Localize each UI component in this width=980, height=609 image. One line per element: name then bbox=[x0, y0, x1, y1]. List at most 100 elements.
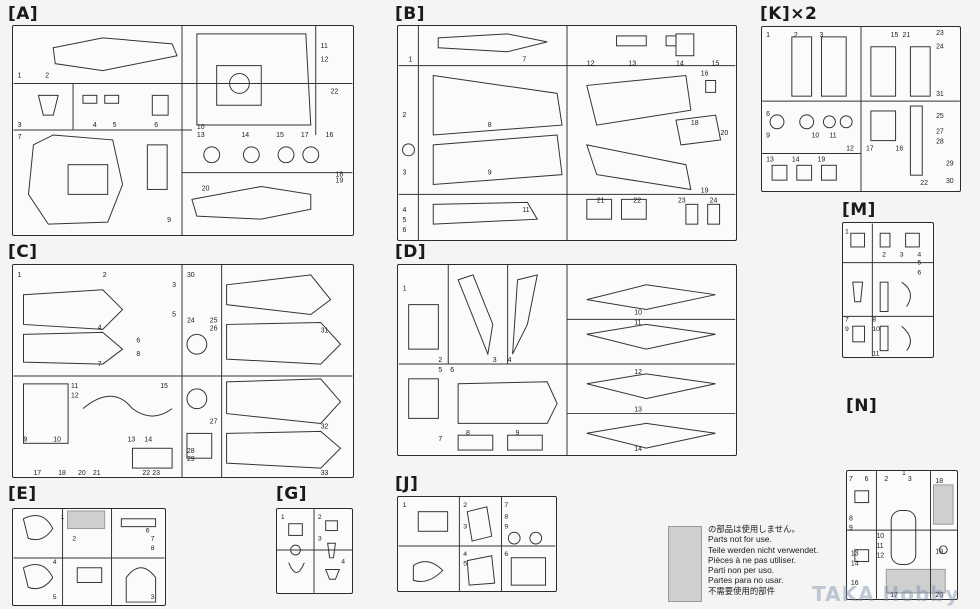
svg-text:9: 9 bbox=[24, 436, 28, 443]
svg-text:1: 1 bbox=[902, 471, 906, 477]
svg-text:3: 3 bbox=[403, 170, 407, 177]
svg-text:6: 6 bbox=[917, 269, 921, 276]
svg-text:2: 2 bbox=[103, 272, 107, 279]
svg-text:3: 3 bbox=[908, 476, 912, 483]
svg-text:9: 9 bbox=[845, 326, 849, 333]
svg-text:24: 24 bbox=[936, 44, 944, 51]
svg-text:5: 5 bbox=[172, 312, 176, 319]
svg-text:6: 6 bbox=[450, 367, 454, 374]
svg-text:9: 9 bbox=[766, 133, 770, 140]
legend-line-de: Teile werden nicht verwendet. bbox=[708, 544, 819, 555]
legend-text-block: の部品は使用しません。 Parts not for use. Teile wer… bbox=[708, 524, 818, 596]
svg-text:11: 11 bbox=[872, 351, 879, 357]
svg-text:7: 7 bbox=[849, 476, 853, 483]
sprue-j-label: [J] bbox=[395, 474, 419, 494]
svg-text:11: 11 bbox=[876, 543, 883, 550]
svg-text:7: 7 bbox=[98, 361, 102, 368]
svg-text:30: 30 bbox=[187, 272, 195, 279]
svg-text:4: 4 bbox=[53, 559, 57, 566]
sprue-m-label: [M] bbox=[842, 200, 876, 220]
svg-text:8: 8 bbox=[466, 430, 470, 437]
svg-text:12: 12 bbox=[321, 57, 329, 64]
svg-text:20: 20 bbox=[78, 470, 86, 477]
legend-line-it: Parti non per uso. bbox=[708, 565, 775, 576]
svg-text:1: 1 bbox=[403, 286, 407, 293]
svg-text:5: 5 bbox=[438, 367, 442, 374]
svg-text:12: 12 bbox=[846, 145, 854, 152]
svg-text:17: 17 bbox=[866, 145, 874, 152]
svg-text:12: 12 bbox=[634, 369, 642, 376]
svg-text:11: 11 bbox=[71, 383, 78, 390]
svg-text:12: 12 bbox=[876, 553, 884, 560]
svg-text:22: 22 bbox=[920, 180, 928, 187]
svg-text:29: 29 bbox=[187, 456, 195, 463]
sprue-e-label: [E] bbox=[8, 484, 37, 504]
svg-text:9: 9 bbox=[849, 525, 853, 532]
svg-text:8: 8 bbox=[849, 515, 853, 522]
svg-text:5: 5 bbox=[463, 561, 467, 568]
svg-text:2: 2 bbox=[72, 535, 76, 542]
svg-text:18: 18 bbox=[691, 120, 699, 127]
svg-text:31: 31 bbox=[321, 327, 329, 334]
svg-text:11: 11 bbox=[634, 319, 641, 326]
svg-text:12: 12 bbox=[587, 61, 595, 68]
svg-text:5: 5 bbox=[403, 217, 407, 224]
svg-text:27: 27 bbox=[210, 419, 218, 426]
svg-text:14: 14 bbox=[144, 436, 152, 443]
svg-text:26: 26 bbox=[210, 325, 218, 332]
svg-text:17: 17 bbox=[890, 592, 898, 599]
svg-text:7: 7 bbox=[504, 502, 508, 509]
svg-text:13: 13 bbox=[628, 61, 636, 68]
svg-text:6: 6 bbox=[766, 111, 770, 118]
svg-text:20: 20 bbox=[202, 185, 210, 192]
svg-text:2: 2 bbox=[463, 502, 467, 509]
svg-text:3: 3 bbox=[151, 594, 155, 601]
svg-text:7: 7 bbox=[522, 57, 526, 64]
svg-text:19: 19 bbox=[935, 549, 943, 556]
svg-text:10: 10 bbox=[812, 133, 820, 140]
svg-text:9: 9 bbox=[516, 430, 520, 437]
svg-text:1: 1 bbox=[18, 272, 22, 279]
svg-text:7: 7 bbox=[845, 316, 849, 323]
svg-text:17: 17 bbox=[33, 470, 41, 477]
svg-text:1: 1 bbox=[281, 514, 285, 521]
svg-text:14: 14 bbox=[676, 61, 684, 68]
svg-text:4: 4 bbox=[917, 252, 921, 259]
svg-text:4: 4 bbox=[98, 324, 102, 331]
svg-text:14: 14 bbox=[792, 156, 800, 163]
svg-text:18: 18 bbox=[935, 478, 943, 485]
svg-text:9: 9 bbox=[167, 217, 171, 224]
legend-line-es: Partes para no usar. bbox=[708, 575, 784, 586]
svg-text:16: 16 bbox=[896, 145, 904, 152]
svg-text:23: 23 bbox=[936, 30, 944, 37]
svg-text:1: 1 bbox=[18, 73, 22, 80]
sprue-a-label: [A] bbox=[8, 4, 39, 24]
svg-text:18: 18 bbox=[58, 470, 66, 477]
svg-text:2: 2 bbox=[45, 73, 49, 80]
svg-text:25: 25 bbox=[210, 317, 218, 324]
svg-text:29: 29 bbox=[946, 160, 954, 167]
svg-text:13: 13 bbox=[197, 132, 205, 139]
sprue-n-label: [N] bbox=[846, 396, 878, 416]
svg-text:8: 8 bbox=[872, 316, 876, 323]
sprue-k-label: [K]×2 bbox=[760, 4, 818, 24]
svg-text:5: 5 bbox=[113, 122, 117, 129]
svg-text:15: 15 bbox=[276, 132, 284, 139]
svg-text:11: 11 bbox=[321, 43, 328, 50]
watermark: TAKA Hobby bbox=[812, 582, 960, 606]
svg-text:2: 2 bbox=[884, 476, 888, 483]
